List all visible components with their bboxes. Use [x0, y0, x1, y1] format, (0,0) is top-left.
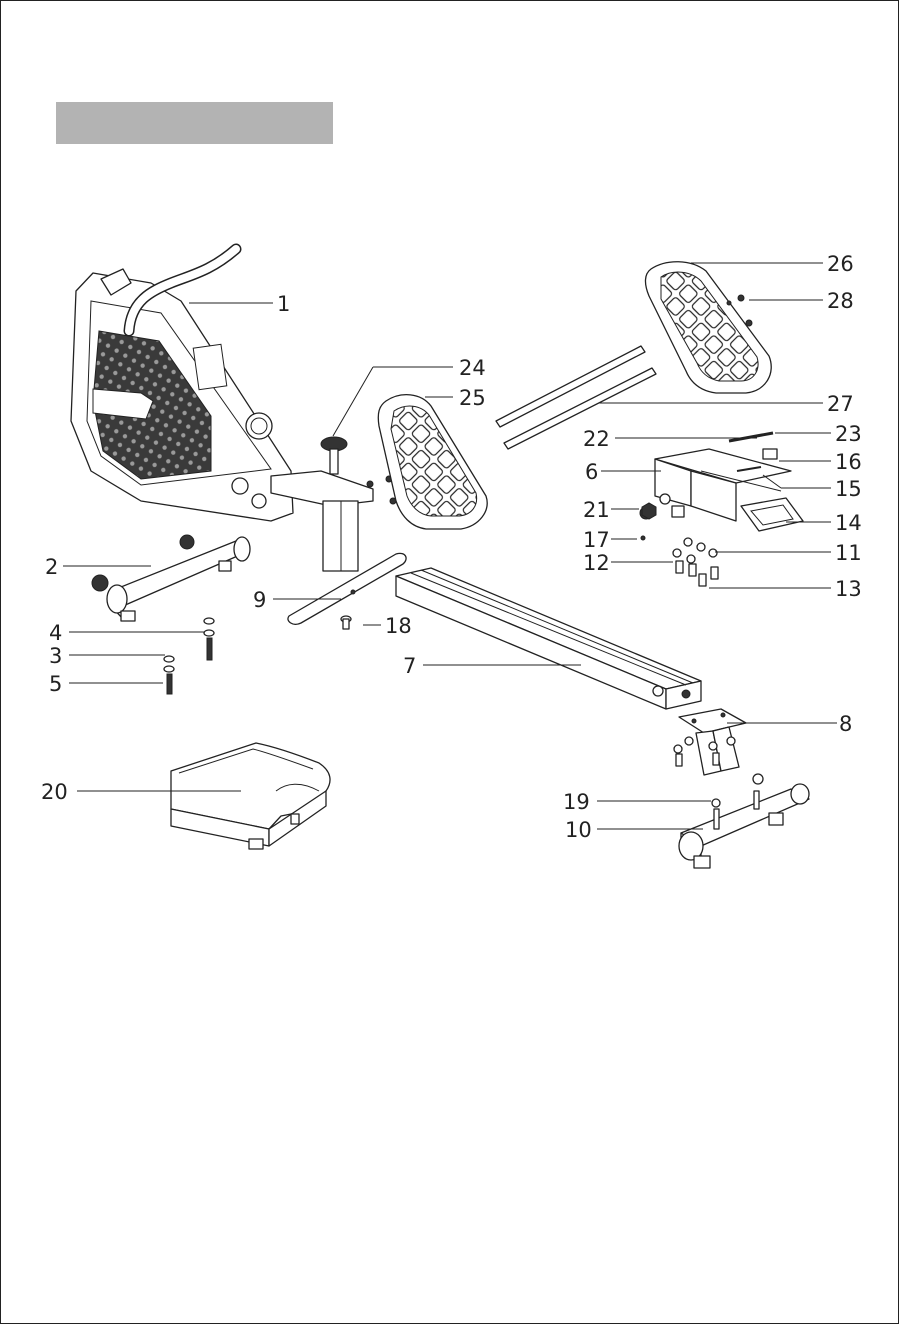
- callout-13: 13: [835, 577, 862, 601]
- callout-6: 6: [585, 460, 598, 484]
- part-25-left-footplate: [378, 395, 487, 529]
- callout-12: 12: [583, 551, 610, 575]
- callout-1: 1: [277, 292, 290, 316]
- part-8-rear-bracket: [674, 709, 746, 775]
- callout-18: 18: [385, 614, 412, 638]
- callout-10: 10: [565, 818, 592, 842]
- callout-2: 2: [45, 555, 58, 579]
- callout-25: 25: [459, 386, 486, 410]
- callout-7: 7: [403, 654, 416, 678]
- part-21-nut: [642, 503, 656, 519]
- callout-15: 15: [835, 477, 862, 501]
- callout-3: 3: [49, 644, 62, 668]
- callout-17: 17: [583, 528, 610, 552]
- hardware-cluster: [673, 538, 718, 586]
- part-10-rear-stabilizer: [679, 774, 809, 868]
- callout-9: 9: [253, 588, 266, 612]
- callout-26: 26: [827, 252, 854, 276]
- callout-4: 4: [49, 621, 62, 645]
- part-18-screw: [341, 616, 351, 629]
- part-24-knob: [321, 437, 347, 474]
- callout-8: 8: [839, 712, 852, 736]
- callout-24: 24: [459, 356, 486, 380]
- part-3-4-5-hardware: [164, 618, 214, 694]
- part-27-rods: [496, 346, 656, 449]
- callout-11: 11: [835, 541, 862, 565]
- part-7-rail: [396, 568, 701, 709]
- front-bracket: [271, 471, 396, 571]
- callout-16: 16: [835, 450, 862, 474]
- part-2-front-stabilizer: [92, 535, 250, 621]
- callout-21: 21: [583, 498, 610, 522]
- callout-22: 22: [583, 427, 610, 451]
- part-1-main-frame: [71, 249, 293, 521]
- part-26-right-footplate: [645, 262, 771, 393]
- callout-5: 5: [49, 672, 62, 696]
- callout-23: 23: [835, 422, 862, 446]
- callout-27: 27: [827, 392, 854, 416]
- callout-19: 19: [563, 790, 590, 814]
- callout-28: 28: [827, 289, 854, 313]
- part-20-seat: [171, 743, 330, 849]
- callout-14: 14: [835, 511, 862, 535]
- callout-20: 20: [41, 780, 68, 804]
